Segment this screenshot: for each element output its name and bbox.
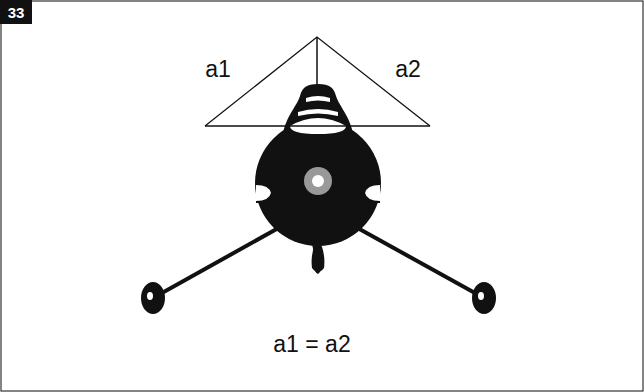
equation-label: a1 = a2 [273,333,350,356]
fuselage [255,120,381,246]
right-wheel [472,282,496,314]
left-intake [256,184,272,202]
canopy-stripe [298,109,338,116]
right-leg [354,226,484,298]
tail-drop [312,238,325,272]
right-intake [364,184,380,202]
dimension-label: a1 [205,58,231,81]
dimension-label: a2 [395,58,421,81]
canopy-stripe [306,96,330,102]
right-wheel-hub [478,292,484,300]
left-leg [153,226,282,298]
wing-base [205,125,430,126]
figure-number: 33 [8,5,25,20]
hub-center [312,175,324,187]
mast-line [316,37,318,86]
left-wheel [141,282,165,314]
left-wheel-hub [147,292,153,300]
figure-number-box [0,0,32,24]
propeller-hub [304,167,332,195]
wing-side [205,37,430,126]
